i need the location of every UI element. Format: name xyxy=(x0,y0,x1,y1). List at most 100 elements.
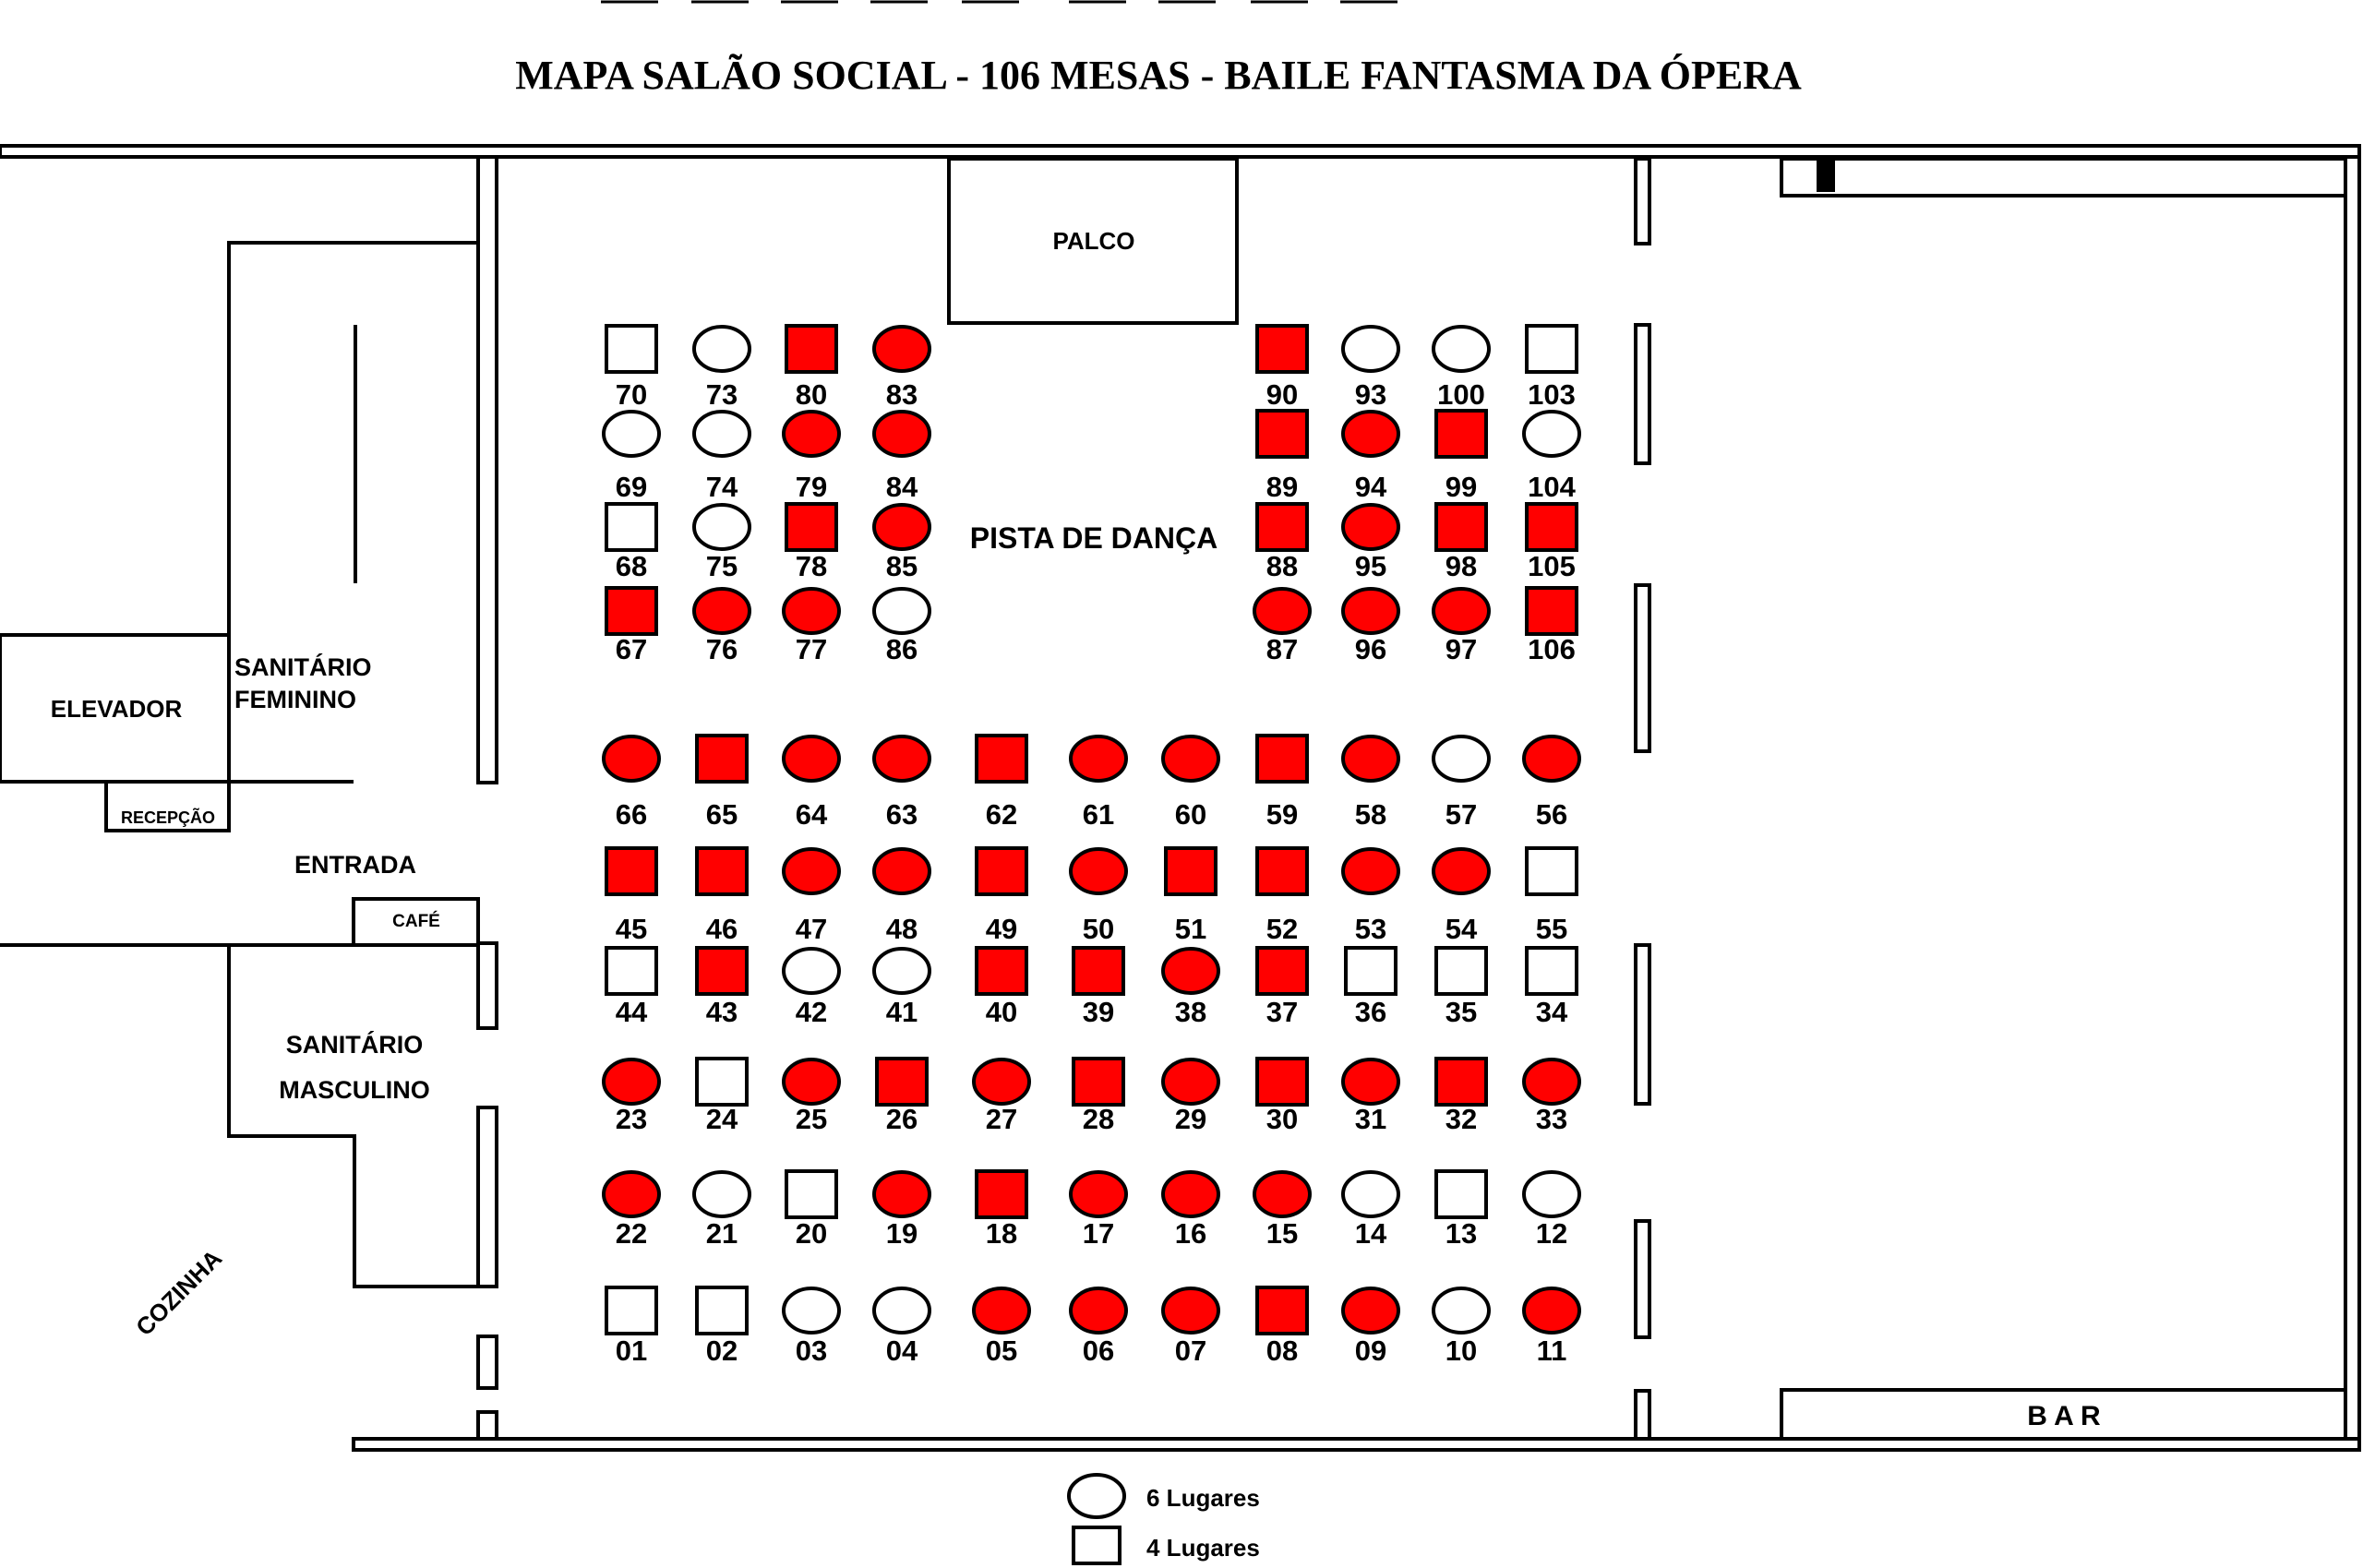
table-25 xyxy=(782,1058,841,1106)
table-100 xyxy=(1432,325,1491,373)
table-number-56: 56 xyxy=(1536,798,1567,831)
table-number-69: 69 xyxy=(616,471,647,503)
table-number-76: 76 xyxy=(706,633,738,665)
table-number-23: 23 xyxy=(616,1103,647,1135)
table-99 xyxy=(1434,409,1488,459)
table-02 xyxy=(695,1286,749,1335)
table-number-47: 47 xyxy=(796,913,827,945)
table-number-57: 57 xyxy=(1445,798,1477,831)
table-number-79: 79 xyxy=(796,471,827,503)
table-number-39: 39 xyxy=(1083,996,1114,1028)
reception-label: RECEPÇÃO xyxy=(121,808,215,827)
table-number-40: 40 xyxy=(986,996,1017,1028)
table-17 xyxy=(1069,1170,1128,1218)
table-number-52: 52 xyxy=(1266,913,1298,945)
table-number-87: 87 xyxy=(1266,633,1298,665)
table-number-50: 50 xyxy=(1083,913,1114,945)
table-number-74: 74 xyxy=(706,471,738,503)
cafe: CAFÉ xyxy=(352,897,480,947)
legend-round-symbol xyxy=(1067,1473,1126,1519)
table-75 xyxy=(692,503,751,551)
table-98 xyxy=(1434,502,1488,552)
table-number-32: 32 xyxy=(1445,1103,1477,1135)
table-number-06: 06 xyxy=(1083,1335,1114,1367)
table-number-20: 20 xyxy=(796,1217,827,1250)
table-58 xyxy=(1341,735,1400,783)
table-number-78: 78 xyxy=(796,550,827,582)
table-number-41: 41 xyxy=(886,996,918,1028)
table-number-18: 18 xyxy=(986,1217,1017,1250)
table-87 xyxy=(1253,587,1312,635)
table-number-42: 42 xyxy=(796,996,827,1028)
table-11 xyxy=(1522,1287,1581,1335)
table-39 xyxy=(1072,946,1125,996)
table-94 xyxy=(1341,410,1400,458)
table-number-31: 31 xyxy=(1355,1103,1386,1135)
table-106 xyxy=(1525,586,1578,636)
table-37 xyxy=(1255,946,1309,996)
table-number-99: 99 xyxy=(1445,471,1477,503)
table-number-04: 04 xyxy=(886,1335,918,1367)
table-number-12: 12 xyxy=(1536,1217,1567,1250)
table-13 xyxy=(1434,1169,1488,1219)
table-number-89: 89 xyxy=(1266,471,1298,503)
table-76 xyxy=(692,587,751,635)
table-42 xyxy=(782,947,841,995)
table-number-68: 68 xyxy=(616,550,647,582)
table-number-84: 84 xyxy=(886,471,918,503)
table-number-48: 48 xyxy=(886,913,918,945)
elevator-label: ELEVADOR xyxy=(51,695,183,723)
table-55 xyxy=(1525,846,1578,896)
table-66 xyxy=(602,735,661,783)
table-27 xyxy=(972,1058,1031,1106)
table-93 xyxy=(1341,325,1400,373)
table-number-24: 24 xyxy=(706,1103,738,1135)
table-number-03: 03 xyxy=(796,1335,827,1367)
table-number-55: 55 xyxy=(1536,913,1567,945)
table-63 xyxy=(872,735,931,783)
table-18 xyxy=(975,1169,1028,1219)
table-number-94: 94 xyxy=(1355,471,1387,503)
table-number-13: 13 xyxy=(1445,1217,1477,1250)
table-89 xyxy=(1255,409,1309,459)
table-number-38: 38 xyxy=(1175,996,1206,1028)
table-41 xyxy=(872,947,931,995)
stage-label: PALCO xyxy=(1052,227,1134,255)
table-number-61: 61 xyxy=(1083,798,1114,831)
table-number-28: 28 xyxy=(1083,1103,1114,1135)
table-12 xyxy=(1522,1170,1581,1218)
table-69 xyxy=(602,410,661,458)
table-97 xyxy=(1432,587,1491,635)
table-53 xyxy=(1341,847,1400,895)
bar-label: B A R xyxy=(2027,1401,2101,1431)
table-36 xyxy=(1344,946,1397,996)
table-number-30: 30 xyxy=(1266,1103,1298,1135)
table-number-34: 34 xyxy=(1536,996,1568,1028)
table-number-49: 49 xyxy=(986,913,1017,945)
right-walls xyxy=(1634,157,2347,1441)
table-number-103: 103 xyxy=(1528,378,1576,411)
table-10 xyxy=(1432,1287,1491,1335)
womens-restroom-label-line1: SANITÁRIO xyxy=(234,652,372,681)
table-number-70: 70 xyxy=(616,378,647,411)
table-59 xyxy=(1255,734,1309,784)
stage: PALCO xyxy=(947,157,1239,325)
table-number-45: 45 xyxy=(616,913,647,945)
table-number-86: 86 xyxy=(886,633,918,665)
table-number-19: 19 xyxy=(886,1217,918,1250)
table-number-25: 25 xyxy=(796,1103,827,1135)
table-79 xyxy=(782,410,841,458)
page-title: MAPA SALÃO SOCIAL - 106 MESAS - BAILE FA… xyxy=(515,53,1802,98)
table-65 xyxy=(695,734,749,784)
legend-square-label: 4 Lugares xyxy=(1146,1534,1260,1562)
table-77 xyxy=(782,587,841,635)
table-26 xyxy=(875,1057,929,1107)
legend-square-symbol xyxy=(1072,1526,1122,1565)
table-number-15: 15 xyxy=(1266,1217,1298,1250)
table-40 xyxy=(975,946,1028,996)
table-number-27: 27 xyxy=(986,1103,1017,1135)
table-number-64: 64 xyxy=(796,798,828,831)
table-38 xyxy=(1161,947,1220,995)
table-03 xyxy=(782,1287,841,1335)
